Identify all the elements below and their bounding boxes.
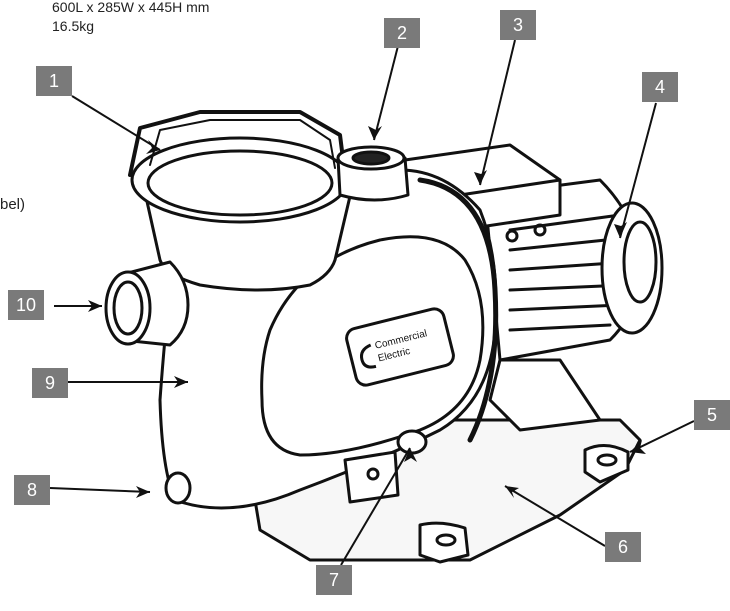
dimensions-text: 600L x 285W x 445H mm: [52, 0, 210, 15]
arrow-10: [88, 300, 102, 312]
leader-1: [71, 95, 161, 151]
motor-end-cap: [600, 201, 664, 335]
leader-3: [479, 39, 516, 186]
frame-arc: [417, 177, 499, 443]
callout-7: 7: [316, 565, 352, 595]
arrow-4: [614, 222, 627, 238]
arrow-heads: [88, 126, 646, 498]
arrow-8: [136, 486, 150, 498]
callout-6: 6: [605, 532, 641, 562]
arrow-1: [146, 140, 160, 154]
callout-5: 5: [694, 400, 730, 430]
arrow-3: [474, 170, 487, 185]
leader-5: [629, 420, 695, 453]
arrow-5: [630, 440, 646, 454]
arrow-9: [174, 376, 188, 388]
leader-lines: [49, 39, 695, 566]
bolt-hole-right: [596, 453, 618, 467]
callout-10: 10: [8, 290, 44, 320]
callout-1: 1: [36, 66, 72, 96]
lower-drain: [396, 429, 428, 455]
truncated-label-text: bel): [0, 196, 26, 213]
callout-4: 4: [642, 72, 678, 102]
arrow-7: [404, 448, 417, 462]
arrow-6: [505, 486, 519, 498]
weight-text: 16.5kg: [52, 18, 95, 34]
brand-logo-icon: [360, 343, 377, 369]
leader-6: [504, 485, 606, 547]
leader-7: [340, 447, 411, 566]
bolt-hole-front: [435, 533, 457, 547]
callout-9: 9: [32, 368, 68, 398]
front-bracket: [343, 450, 400, 504]
base-foot-front: [418, 521, 470, 564]
callout-3: 3: [500, 10, 536, 40]
leader-4: [619, 102, 657, 239]
leader-8: [49, 487, 151, 493]
callout-2: 2: [384, 18, 420, 48]
arrow-2: [368, 126, 382, 140]
drain-plug: [164, 471, 192, 505]
callout-8: 8: [14, 475, 50, 505]
motor-support: [488, 358, 602, 432]
leader-2: [373, 41, 400, 141]
